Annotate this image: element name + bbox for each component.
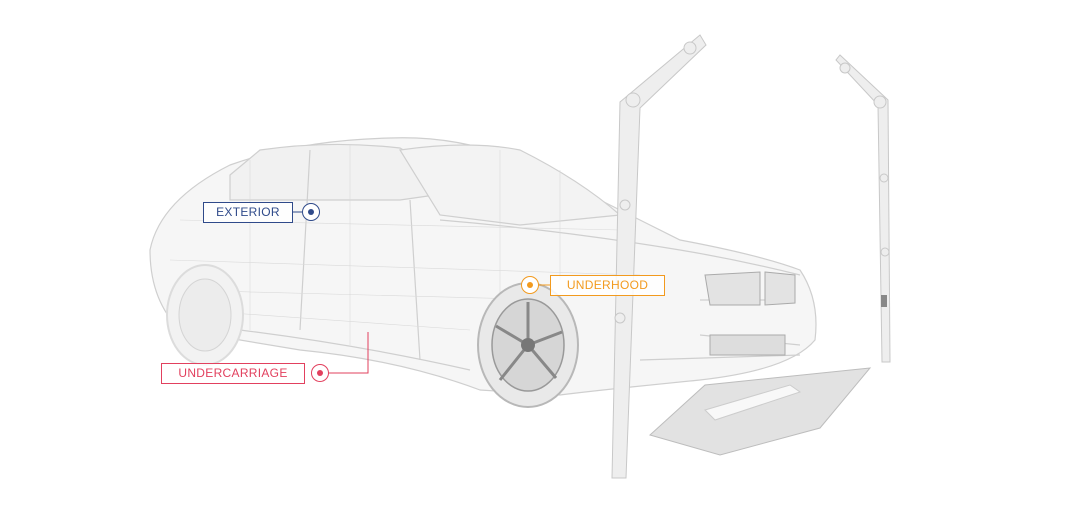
undercarriage-hotspot-icon[interactable] <box>311 364 329 382</box>
undercarriage-leader-line <box>328 332 369 374</box>
rear-wheel <box>166 264 244 366</box>
underhood-label[interactable]: UNDERHOOD <box>550 275 665 296</box>
scanner-arch-right <box>835 54 891 363</box>
scanner-arch-left <box>611 34 707 479</box>
undercarriage-scanner-ramp <box>648 367 872 456</box>
exterior-hotspot-icon[interactable] <box>302 203 320 221</box>
car-wireframe <box>149 137 817 396</box>
front-grille <box>704 271 796 356</box>
front-wheel <box>477 282 579 408</box>
undercarriage-label[interactable]: UNDERCARRIAGE <box>161 363 305 384</box>
underhood-hotspot-icon[interactable] <box>521 276 539 294</box>
exterior-label[interactable]: EXTERIOR <box>203 202 293 223</box>
